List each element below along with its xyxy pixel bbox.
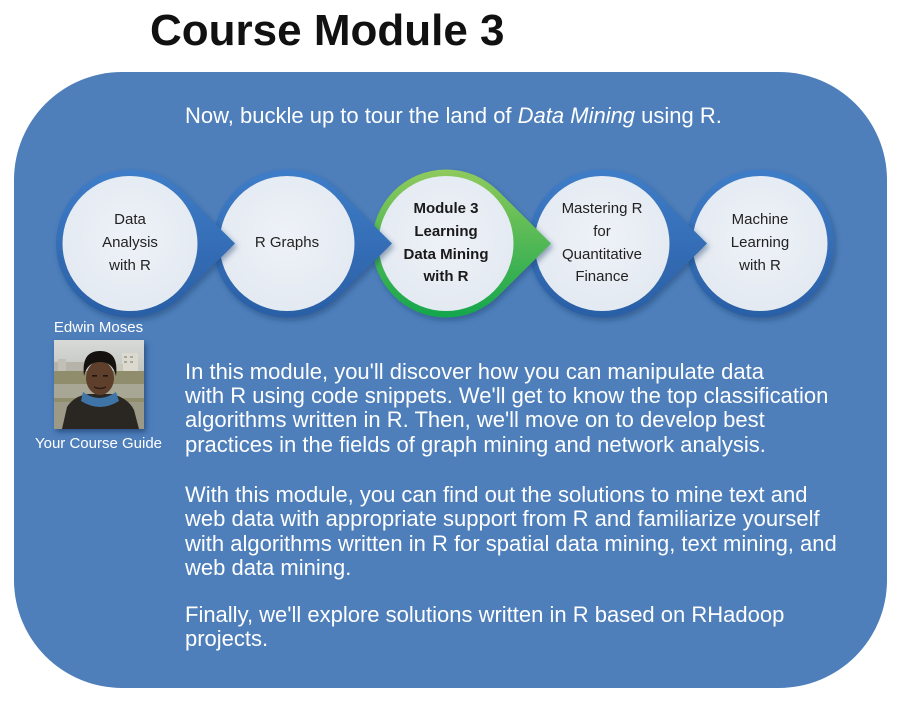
guide-name: Edwin Moses bbox=[53, 319, 144, 336]
page-title: Course Module 3 bbox=[150, 6, 505, 55]
description-paragraph-3: Finally, we'll explore solutions written… bbox=[185, 602, 785, 652]
intro-after: using R. bbox=[635, 103, 722, 128]
module-label-line: Learning bbox=[414, 222, 478, 240]
module-label-line: Data Mining bbox=[403, 245, 489, 263]
module-label-line: Mastering R bbox=[561, 200, 643, 218]
paragraph-line: algorithms written in R. Then, we'll mov… bbox=[185, 407, 765, 433]
intro-before: Now, buckle up to tour the land of bbox=[185, 103, 518, 128]
module-node-4 bbox=[528, 169, 707, 318]
module-label-line: with R bbox=[109, 256, 151, 274]
paragraph-line: web data mining. bbox=[185, 555, 352, 581]
guide-photo bbox=[54, 340, 144, 429]
module-label-learning-data-mining: Module 3 Learning Data Mining with R bbox=[381, 184, 511, 304]
guide-caption: Your Course Guide bbox=[34, 435, 163, 452]
description-paragraph-1: In this module, you'll discover how you … bbox=[185, 358, 829, 458]
paragraph-line: Finally, we'll explore solutions written… bbox=[185, 602, 785, 627]
paragraph-line: with R using code snippets. We'll get to… bbox=[185, 382, 829, 408]
paragraph-line: With this module, you can find out the s… bbox=[185, 482, 808, 507]
module-node-5 bbox=[686, 169, 834, 318]
module-label-line: R Graphs bbox=[254, 234, 320, 252]
paragraph-line: projects. bbox=[185, 626, 269, 652]
paragraph-line: web data with appropriate support from R… bbox=[185, 506, 820, 532]
module-label-line: Machine bbox=[731, 211, 789, 229]
intro-text: Now, buckle up to tour the land of Data … bbox=[185, 103, 722, 128]
module-label-machine-learning: Machine Learning with R bbox=[695, 184, 825, 304]
module-label-line: Learning bbox=[730, 234, 790, 252]
module-label-line: Module 3 bbox=[413, 200, 479, 218]
module-node-2 bbox=[213, 169, 392, 318]
person-photo-icon bbox=[54, 340, 144, 429]
description-paragraph-2: With this module, you can find out the s… bbox=[185, 482, 837, 581]
module-node-3-current bbox=[372, 169, 551, 318]
module-label-line: for bbox=[593, 222, 611, 240]
module-label-line: Analysis bbox=[102, 234, 158, 252]
module-label-line: Finance bbox=[575, 268, 629, 286]
module-label-line: Quantitative bbox=[561, 245, 643, 263]
module-label-data-analysis: Data Analysis with R bbox=[65, 184, 195, 304]
intro-emphasis: Data Mining bbox=[517, 103, 636, 128]
paragraph-line: with algorithms written in R for spatial… bbox=[185, 530, 837, 556]
module-node-1 bbox=[56, 169, 235, 318]
module-label-line: Data bbox=[114, 211, 146, 229]
paragraph-line: In this module, you'll discover how you … bbox=[185, 358, 764, 384]
module-label-line: with R bbox=[739, 256, 781, 274]
module-label-mastering-r: Mastering R for Quantitative Finance bbox=[537, 184, 667, 304]
module-label-line: with R bbox=[423, 268, 469, 286]
module-label-r-graphs: R Graphs bbox=[222, 184, 352, 304]
paragraph-line: practices in the fields of graph mining … bbox=[185, 431, 766, 457]
